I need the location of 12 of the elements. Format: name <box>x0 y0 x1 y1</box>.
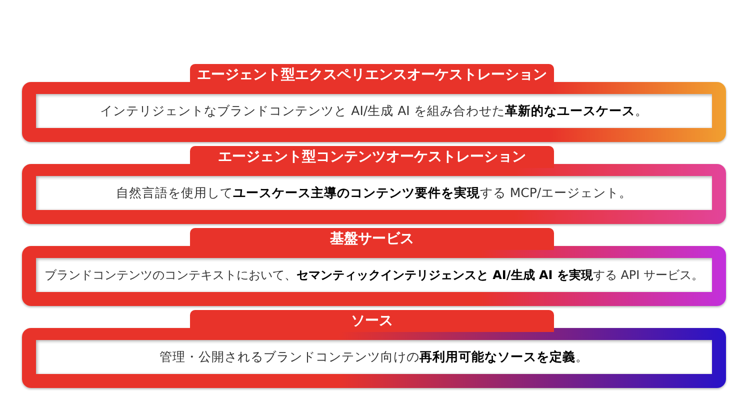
description-text: インテリジェントなブランドコンテンツと AI/生成 AI を組み合わせた革新的なユースケース。 <box>100 102 648 120</box>
description-text: 管理・公開されるブランドコンテンツ向けの再利用可能なソースを定義。 <box>160 348 588 366</box>
description-text: ブランドコンテンツのコンテキストにおいて、セマンティックインテリジェンスと AI/生成 AI を実現する API サービス。 <box>44 266 704 284</box>
layer-band <box>22 164 726 224</box>
layer-title-tab: ソース <box>190 310 554 332</box>
layer-title-tab: エージェント型コンテンツオーケストレーション <box>190 146 554 168</box>
description-text: 自然言語を使用してユースケース主導のコンテンツ要件を実現する MCP/エージェント。 <box>116 184 632 202</box>
layer-title-tab: 基盤サービス <box>190 228 554 250</box>
layer-band <box>22 328 726 388</box>
layer-band <box>22 246 726 306</box>
layer-band <box>22 82 726 142</box>
layer-title-tab: エージェント型エクスペリエンスオーケストレーション <box>190 64 554 86</box>
